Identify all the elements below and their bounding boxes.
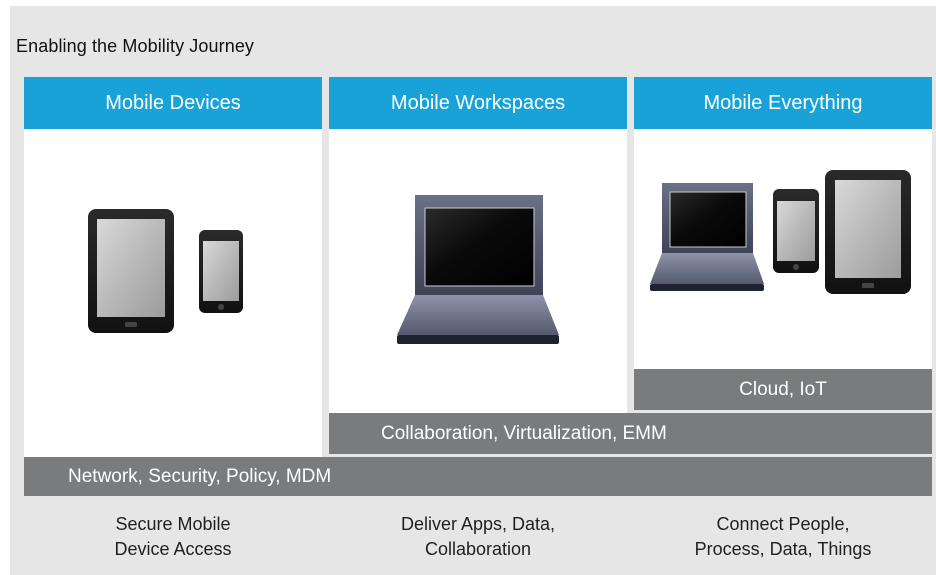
layer-network: Network, Security, Policy, MDM xyxy=(24,457,932,496)
diagram-title: Enabling the Mobility Journey xyxy=(16,36,255,56)
column-heading: Mobile Workspaces xyxy=(329,77,627,129)
laptop-icon xyxy=(650,183,764,291)
layer-label: Collaboration, Virtualization, EMM xyxy=(381,422,667,444)
layer-label: Cloud, IoT xyxy=(739,378,827,400)
smartphone-icon xyxy=(199,230,243,313)
layer-cloud-iot: Cloud, IoT xyxy=(634,369,932,410)
caption-mobile-workspaces: Deliver Apps, Data, Collaboration xyxy=(400,514,556,559)
smartphone-icon xyxy=(773,189,819,273)
layer-label: Network, Security, Policy, MDM xyxy=(68,465,332,487)
caption-mobile-devices: Secure Mobile Device Access xyxy=(114,514,232,559)
caption-mobile-everything: Connect People, Process, Data, Things xyxy=(694,514,872,559)
tablet-icon xyxy=(825,170,911,294)
laptop-icon xyxy=(397,195,559,344)
layer-collaboration: Collaboration, Virtualization, EMM xyxy=(329,413,932,454)
tablet-icon xyxy=(88,209,174,333)
column-heading: Mobile Everything xyxy=(634,77,932,129)
column-heading: Mobile Devices xyxy=(24,77,322,129)
